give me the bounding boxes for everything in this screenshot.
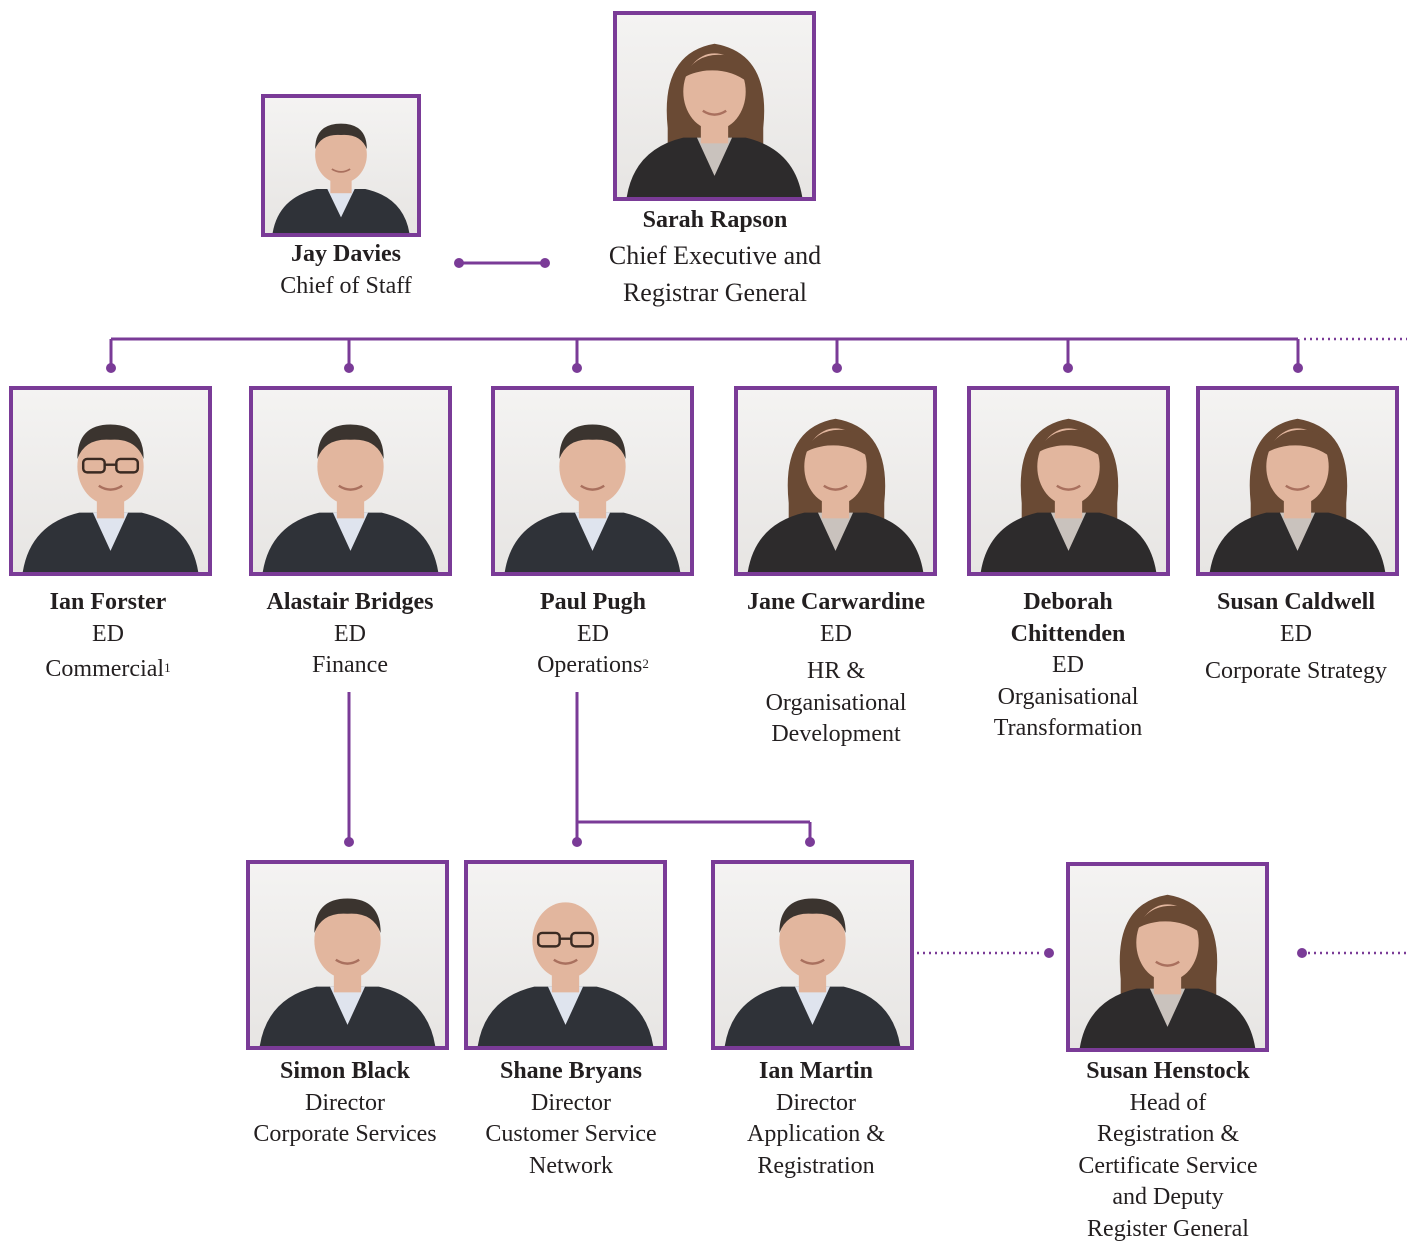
person-dept: Corporate Services <box>253 1121 437 1147</box>
portrait-silhouette-icon <box>724 898 901 1046</box>
card-simon-black: Simon Black Director Corporate Services <box>234 1056 456 1151</box>
photo-paul-pugh <box>491 386 694 576</box>
person-name: Shane Bryans <box>499 1058 643 1084</box>
person-title: ED <box>577 620 609 647</box>
photo-sarah-rapson <box>613 11 816 201</box>
card-ian-forster: Ian Forster ED Commercial1 <box>0 587 216 686</box>
card-jay-davies: Jay Davies Chief of Staff <box>246 239 446 302</box>
person-title: Chief Executive and <box>608 240 822 270</box>
card-shane-bryans: Shane Bryans Director Customer Service N… <box>458 1056 684 1182</box>
photo-susan-henstock <box>1066 862 1269 1052</box>
person-name: Alastair Bridges <box>266 589 434 615</box>
portrait-silhouette-icon <box>980 418 1157 572</box>
person-name: Sarah Rapson <box>642 207 788 233</box>
person-dept: Commercial1 <box>45 656 171 682</box>
photo-ian-martin <box>711 860 914 1050</box>
person-title: ED <box>334 620 366 647</box>
footnote-marker: 2 <box>642 656 649 671</box>
portrait-silhouette-icon <box>1079 894 1256 1048</box>
person-dept: Transformation <box>993 715 1143 741</box>
portrait-silhouette-icon <box>504 424 681 572</box>
card-jane-carwardine: Jane Carwardine ED HR & Organisational D… <box>716 587 956 751</box>
card-susan-henstock: Susan Henstock Head of Registration & Ce… <box>1052 1056 1284 1245</box>
portrait-silhouette-icon <box>477 902 654 1046</box>
person-name: Susan Caldwell <box>1216 589 1376 615</box>
person-dept: Registration & <box>1097 1121 1239 1147</box>
portrait-silhouette-icon <box>259 898 436 1046</box>
person-dept: Application & <box>747 1121 885 1147</box>
person-title: ED <box>1280 620 1312 647</box>
photo-jay-davies <box>261 94 421 237</box>
card-alastair-bridges: Alastair Bridges ED Finance <box>240 587 460 682</box>
photo-shane-bryans <box>464 860 667 1050</box>
person-title: ED <box>820 620 852 647</box>
person-dept: Organisational <box>765 689 907 716</box>
person-dept: HR & <box>806 658 865 684</box>
card-paul-pugh: Paul Pugh ED Operations2 <box>480 587 706 682</box>
person-name: Simon Black <box>279 1058 411 1084</box>
person-title: Registrar General <box>622 277 808 307</box>
person-dept: Certificate Service <box>1078 1152 1258 1179</box>
footnote-marker: 1 <box>164 660 171 675</box>
person-name: Ian Forster <box>49 589 167 615</box>
person-dept: and Deputy <box>1112 1184 1224 1210</box>
person-dept: Organisational <box>997 683 1139 710</box>
portrait-silhouette-icon <box>626 43 803 197</box>
person-title: Director <box>776 1089 856 1116</box>
person-dept: Development <box>771 721 901 747</box>
card-susan-caldwell: Susan Caldwell ED Corporate Strategy <box>1185 587 1407 688</box>
person-name: Jane Carwardine <box>747 589 925 615</box>
person-dept: Corporate Strategy <box>1205 658 1387 684</box>
person-name: Susan Henstock <box>1086 1058 1250 1084</box>
person-name: Deborah <box>1023 589 1113 615</box>
portrait-silhouette-icon <box>22 424 199 572</box>
card-deborah-chittenden: Deborah Chittenden ED Organisational Tra… <box>958 587 1178 745</box>
person-title: Director <box>305 1089 385 1116</box>
person-name: Paul Pugh <box>539 589 647 615</box>
person-name-line2: Chittenden <box>1010 620 1126 647</box>
photo-alastair-bridges <box>249 386 452 576</box>
person-name: Ian Martin <box>759 1058 873 1084</box>
person-title: ED <box>1052 652 1084 678</box>
portrait-silhouette-icon <box>262 424 439 572</box>
photo-jane-carwardine <box>734 386 937 576</box>
photo-ian-forster <box>9 386 212 576</box>
person-title: Director <box>531 1089 611 1116</box>
person-title: Chief of Staff <box>280 272 412 299</box>
person-dept: Register General <box>1087 1215 1249 1242</box>
card-sarah-rapson: Sarah Rapson Chief Executive and Registr… <box>555 205 875 311</box>
person-dept: Network <box>529 1152 613 1179</box>
photo-susan-caldwell <box>1196 386 1399 576</box>
person-dept: Finance <box>312 652 388 678</box>
person-title: ED <box>92 620 124 647</box>
person-title: Head of <box>1129 1089 1207 1116</box>
person-dept: Customer Service <box>485 1121 657 1147</box>
person-dept: Operations2 <box>537 652 649 678</box>
portrait-silhouette-icon <box>1209 418 1386 572</box>
card-ian-martin: Ian Martin Director Application & Regist… <box>706 1056 926 1182</box>
photo-simon-black <box>246 860 449 1050</box>
photo-deborah-chittenden <box>967 386 1170 576</box>
portrait-silhouette-icon <box>272 123 410 233</box>
portrait-silhouette-icon <box>747 418 924 572</box>
person-dept: Registration <box>757 1152 875 1179</box>
person-name: Jay Davies <box>291 241 401 267</box>
